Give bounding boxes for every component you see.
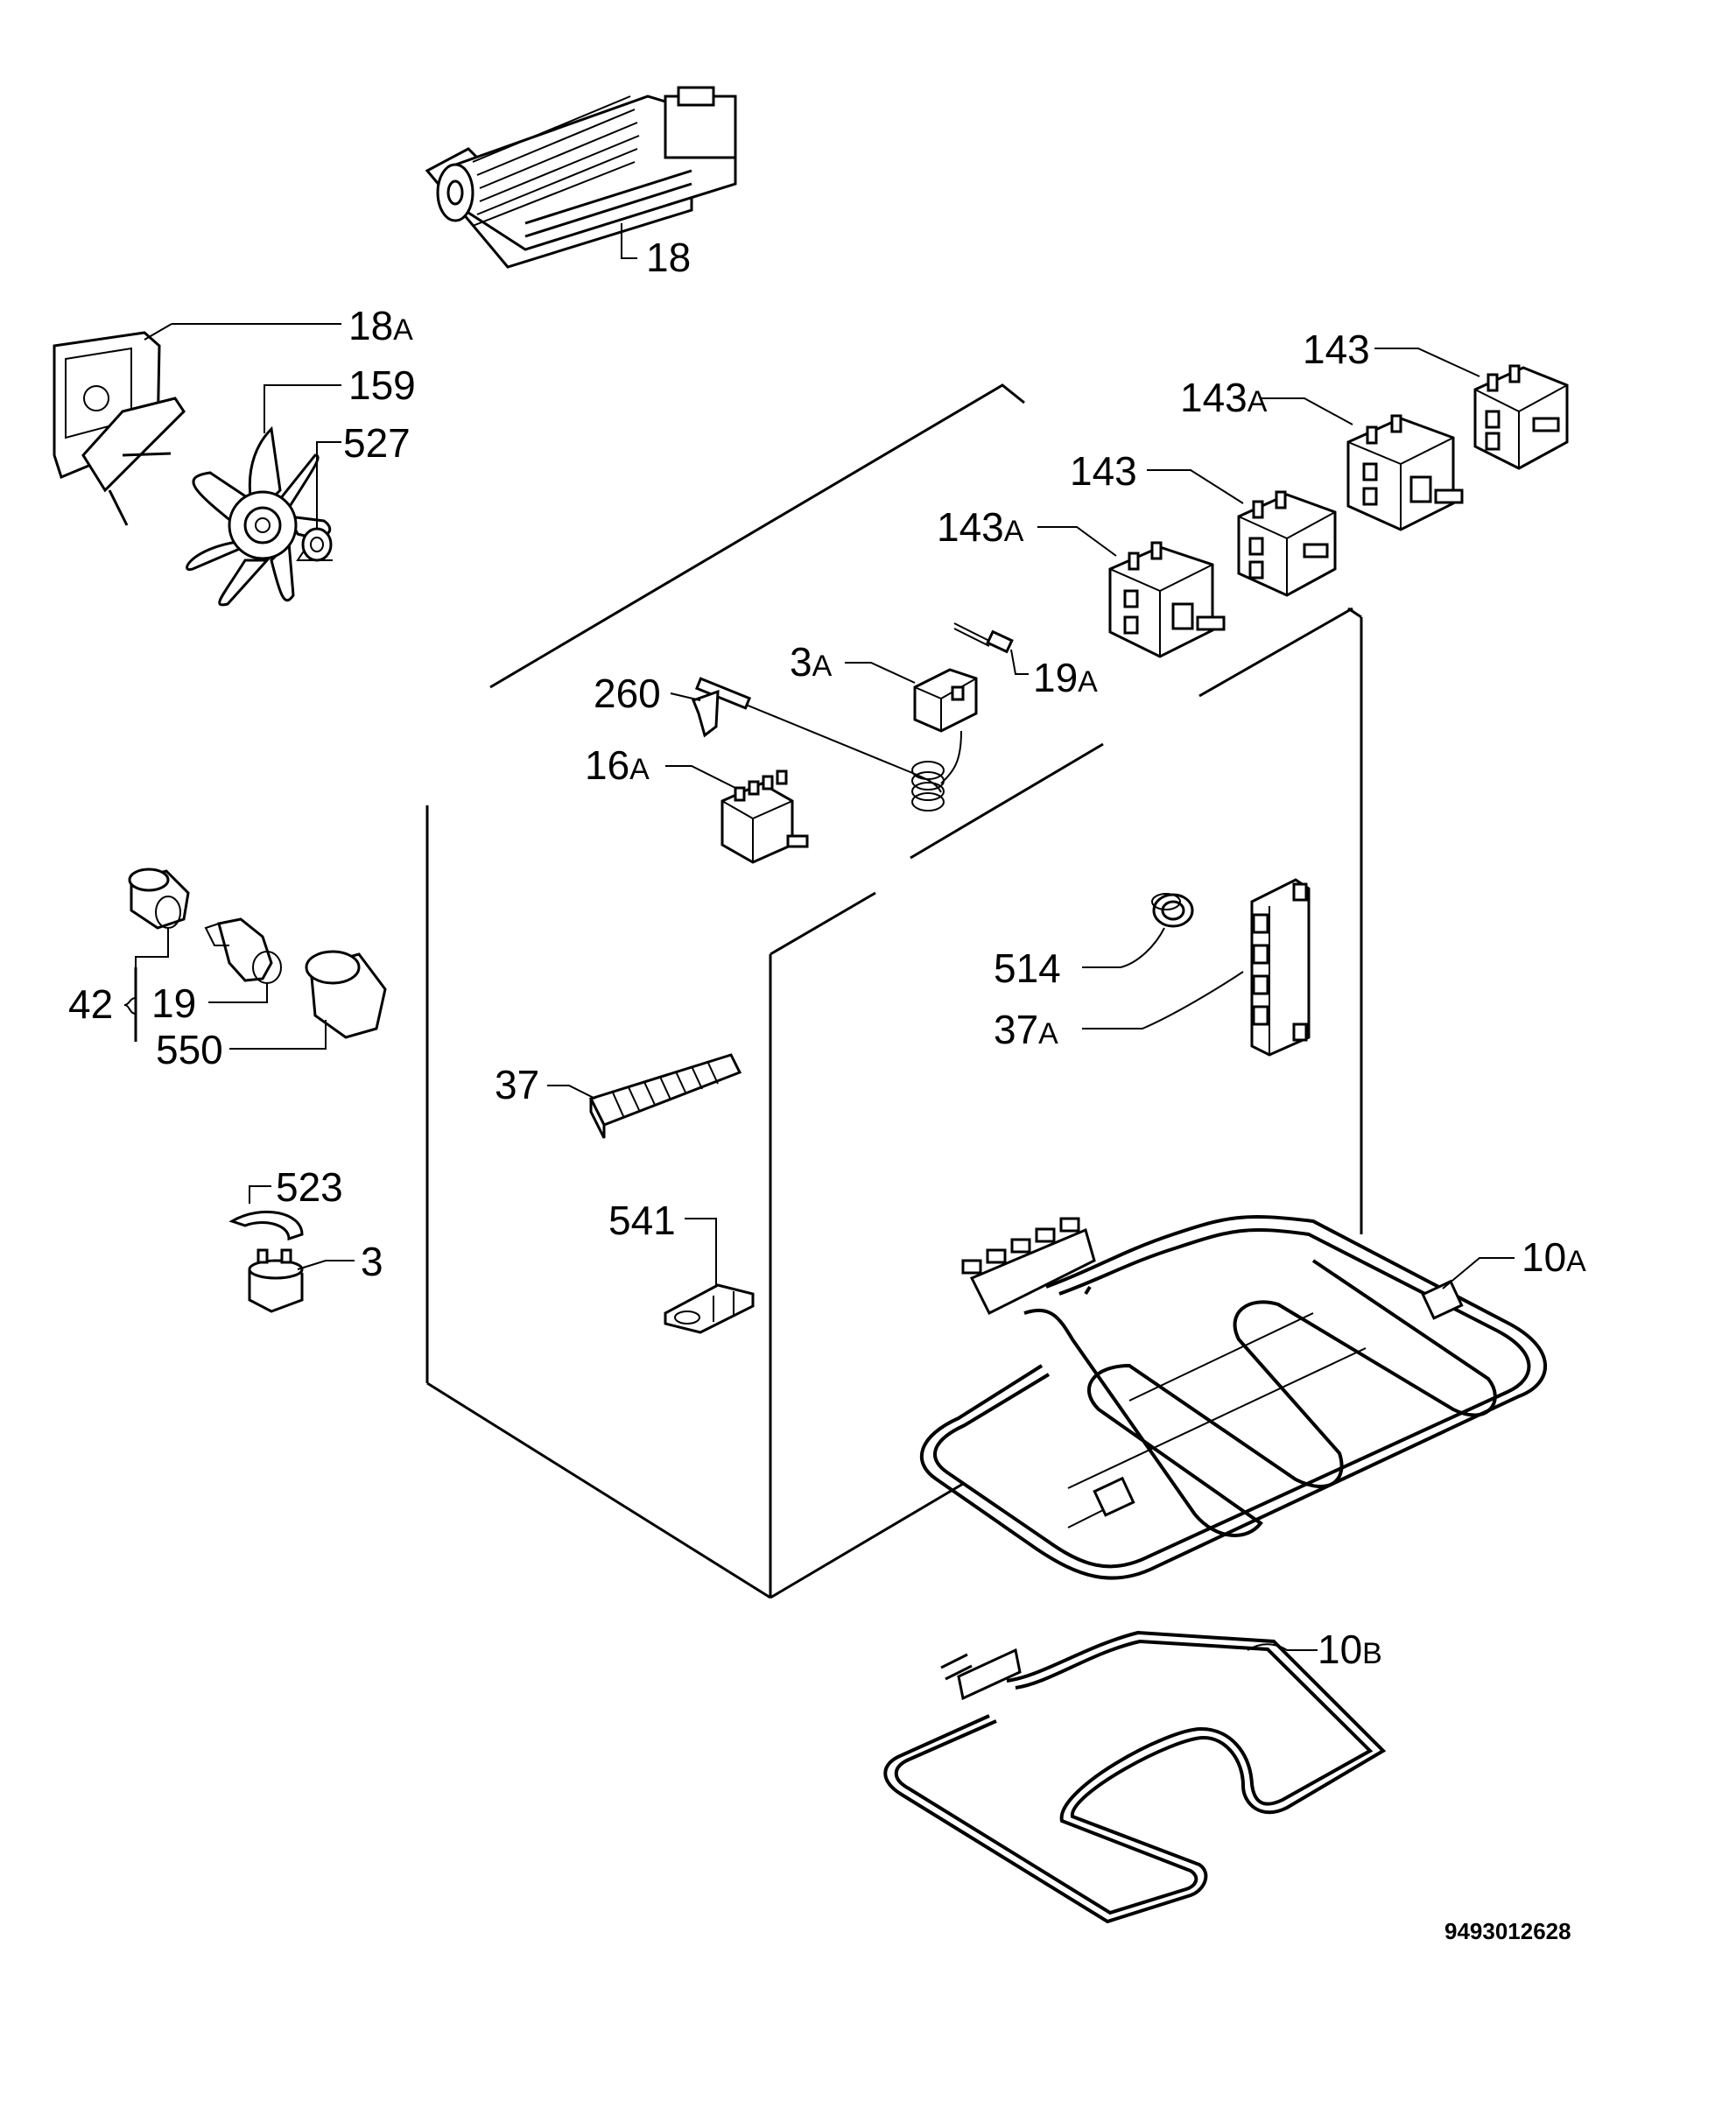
grommet-part (1151, 893, 1194, 928)
thermostat-capillary-probe (692, 677, 945, 812)
switch-part-143-top (1473, 364, 1569, 470)
callout-37: 37 (495, 1062, 539, 1107)
terminal-block-a-part (1250, 878, 1311, 1057)
switch-part-143-mid (1237, 490, 1337, 597)
fan-motor-part (53, 331, 186, 526)
callout-541: 541 (608, 1198, 676, 1243)
terminal-block-part (588, 1053, 742, 1139)
callout-143-top: 143 (1303, 327, 1370, 372)
callout-3: 3 (361, 1239, 383, 1284)
tangential-fan-part (425, 86, 737, 269)
callout-37A: 37A (994, 1007, 1058, 1052)
callout-143A-mid: 143A (937, 504, 1024, 550)
oven-cabinet-outline (425, 383, 1363, 1599)
callout-18: 18 (646, 235, 691, 280)
callout-19: 19 (151, 980, 196, 1026)
callout-10A: 10A (1522, 1234, 1586, 1280)
fan-blade-part (186, 425, 332, 607)
callout-523: 523 (276, 1164, 343, 1210)
holder-part (664, 1283, 755, 1334)
selector-switch-part (720, 769, 809, 864)
safety-thermostat-part (248, 1248, 304, 1313)
thermostat-part (913, 668, 978, 784)
indicator-lamp-part (953, 622, 1014, 654)
callout-10B: 10B (1318, 1627, 1382, 1672)
grill-element-part (919, 1215, 1548, 1580)
lamp-socket-part (128, 868, 190, 930)
lamp-cover-part (305, 950, 387, 1039)
callout-16A: 16A (585, 742, 650, 788)
drawing-number: 9493012628 (1444, 1918, 1571, 1944)
callout-42: 42 (68, 981, 113, 1027)
callout-514: 514 (994, 945, 1061, 991)
callout-143-mid: 143 (1070, 448, 1137, 494)
lamp-bulb-part (204, 917, 282, 984)
bottom-element-part (883, 1630, 1387, 1924)
callout-159: 159 (348, 362, 416, 408)
callout-3A: 3A (790, 639, 833, 685)
clip-part (228, 1210, 304, 1241)
callout-18A: 18A (348, 303, 413, 348)
callout-527: 527 (343, 420, 411, 466)
callout-19A: 19A (1033, 655, 1098, 700)
switch-part-143A-top (1346, 414, 1464, 531)
callout-143A-top: 143A (1180, 375, 1268, 420)
switch-part-143A-mid (1108, 541, 1226, 658)
callout-550: 550 (156, 1027, 223, 1072)
callout-260: 260 (594, 671, 661, 716)
